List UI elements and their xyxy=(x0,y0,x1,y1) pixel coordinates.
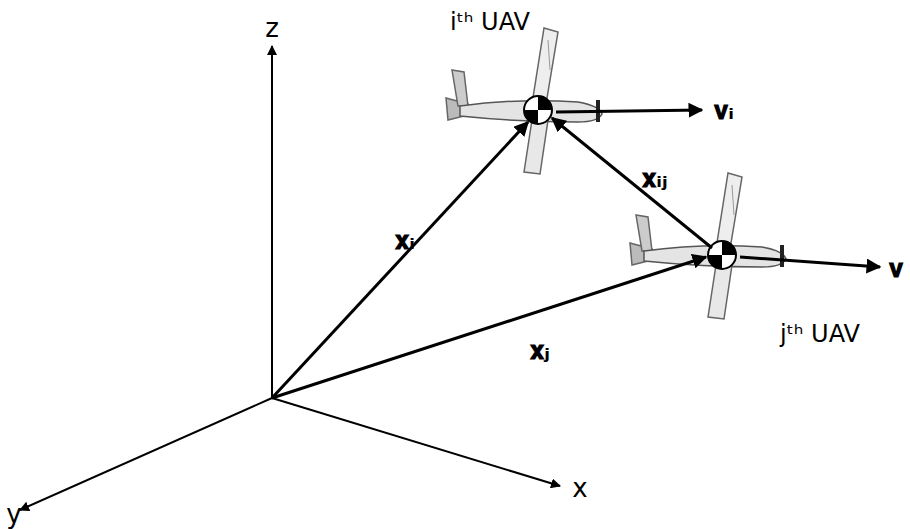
axis-label: y xyxy=(6,501,21,527)
vector-label: 𝐯 xyxy=(889,255,903,281)
vector-label: 𝐱ᵢ xyxy=(395,227,415,253)
vector-label: 𝐯ᵢ xyxy=(714,97,734,123)
uav-label: iᵗʰ UAV xyxy=(450,10,530,34)
vector-label: 𝐱ᵢⱼ xyxy=(642,165,667,191)
axis-label: z xyxy=(265,15,279,41)
axis-label: x xyxy=(572,475,587,501)
uav-label: jᵗʰ UAV xyxy=(780,322,860,346)
vector-label: 𝐱ⱼ xyxy=(530,337,550,363)
